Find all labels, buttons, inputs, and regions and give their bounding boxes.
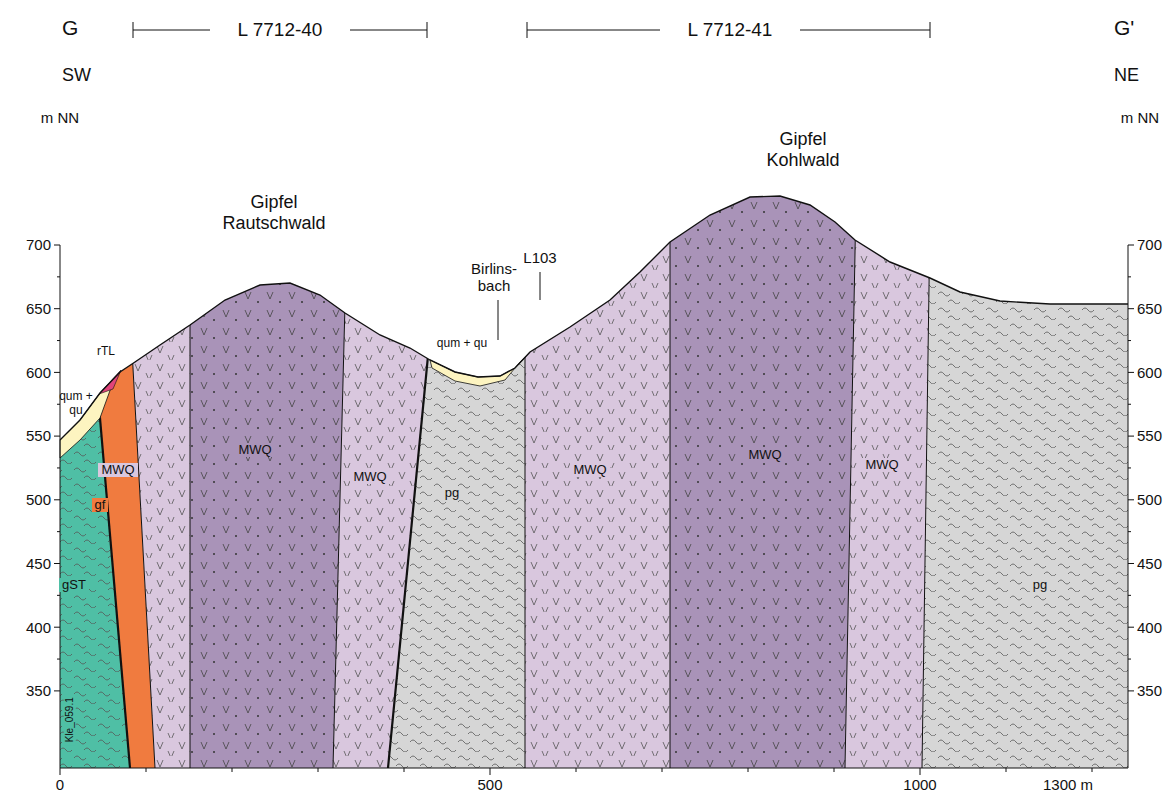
axis-tick — [54, 563, 60, 564]
summit-name: Gipfel Kohlwald — [766, 129, 839, 170]
axis-tick — [1128, 690, 1134, 691]
axis-value: 500 — [26, 491, 51, 508]
axis-tick — [57, 531, 60, 532]
axis-value: 600 — [1137, 364, 1162, 381]
section-end: G — [62, 16, 78, 40]
axis-tick — [662, 768, 663, 772]
stream-name: Birlins- bach — [471, 260, 517, 295]
axis-tick — [57, 467, 60, 468]
axis-tick — [404, 768, 405, 772]
axis-tick — [1128, 276, 1131, 277]
axis-tick — [54, 690, 60, 691]
axis-tick — [60, 768, 61, 775]
axis-value: 550 — [1137, 427, 1162, 444]
unit-label: gST — [59, 578, 89, 593]
axis-tick — [834, 768, 835, 772]
axis-unit: m NN — [41, 109, 79, 126]
axis-tick — [54, 436, 60, 437]
axis-value: 350 — [1137, 682, 1162, 699]
axis-tick — [748, 768, 749, 772]
unit-label: MWQ — [235, 443, 274, 458]
axis-tick — [57, 276, 60, 277]
axis-tick — [318, 768, 319, 772]
axis-tick — [54, 245, 60, 246]
axis-tick — [54, 308, 60, 309]
axis-tick — [1128, 404, 1131, 405]
axis-value: 700 — [26, 236, 51, 253]
unit-label: qum + qu — [437, 337, 487, 351]
unit-label: MWQ — [98, 463, 137, 478]
axis-tick — [1128, 659, 1131, 660]
axis-tick — [54, 372, 60, 373]
axis-tick — [1006, 768, 1007, 772]
axis-tick — [57, 659, 60, 660]
axis-value: 650 — [26, 300, 51, 317]
axis-tick — [146, 768, 147, 772]
axis-value: 400 — [1137, 619, 1162, 636]
sheet-name: L 7712-41 — [685, 19, 776, 41]
axis-value: 400 — [26, 619, 51, 636]
axis-value: 500 — [477, 776, 502, 793]
section-end: G' — [1114, 16, 1134, 40]
axis-tick — [57, 340, 60, 341]
axis-tick — [57, 595, 60, 596]
axis-tick — [1128, 467, 1131, 468]
axis-tick — [1128, 372, 1134, 373]
unit-label: MWQ — [570, 463, 609, 478]
unit-label: rTL — [97, 345, 115, 359]
road-name: L103 — [523, 249, 556, 266]
axis-tick — [54, 627, 60, 628]
axis-value: 0 — [56, 776, 64, 793]
axis-tick — [1128, 499, 1134, 500]
direction: SW — [62, 65, 91, 86]
axis-tick — [490, 768, 491, 775]
axis-tick — [1128, 627, 1134, 628]
axis-tick — [1092, 768, 1093, 772]
axis-tick — [1128, 340, 1131, 341]
axis-value: 1300 m — [1043, 776, 1093, 793]
axis-tick — [1128, 595, 1131, 596]
axis-value: 1000 — [903, 776, 936, 793]
unit-label: MWQ — [862, 458, 901, 473]
axis-tick — [232, 768, 233, 772]
axis-value: 450 — [1137, 555, 1162, 572]
summit-name: Gipfel Rautschwald — [222, 192, 325, 233]
axis-tick — [1128, 563, 1134, 564]
axis-value: 450 — [26, 555, 51, 572]
unit-label: MWQ — [350, 470, 389, 485]
axis-tick — [920, 768, 921, 775]
direction: NE — [1114, 65, 1139, 86]
axis-value: 500 — [1137, 491, 1162, 508]
axis-value: 350 — [26, 682, 51, 699]
axis-tick — [1128, 308, 1134, 309]
axis-value: 600 — [26, 364, 51, 381]
axis-tick — [576, 768, 577, 772]
sheet-name: L 7712-40 — [235, 19, 326, 41]
unit-label: pg — [442, 486, 462, 501]
axis-tick — [57, 404, 60, 405]
axis-tick — [1128, 531, 1131, 532]
axis-tick — [1128, 245, 1134, 246]
unit-label: pg — [1030, 578, 1050, 593]
axis-unit: m NN — [1121, 109, 1159, 126]
unit-label: qum + qu — [54, 390, 98, 418]
axis-tick — [1128, 436, 1134, 437]
axis-value: 650 — [1137, 300, 1162, 317]
axis-tick — [54, 499, 60, 500]
sample-id: Kle_059.1 — [64, 694, 76, 745]
unit-label: MWQ — [745, 448, 784, 463]
axis-value: 550 — [26, 427, 51, 444]
unit-label: gf — [92, 498, 109, 513]
axis-value: 700 — [1137, 236, 1162, 253]
